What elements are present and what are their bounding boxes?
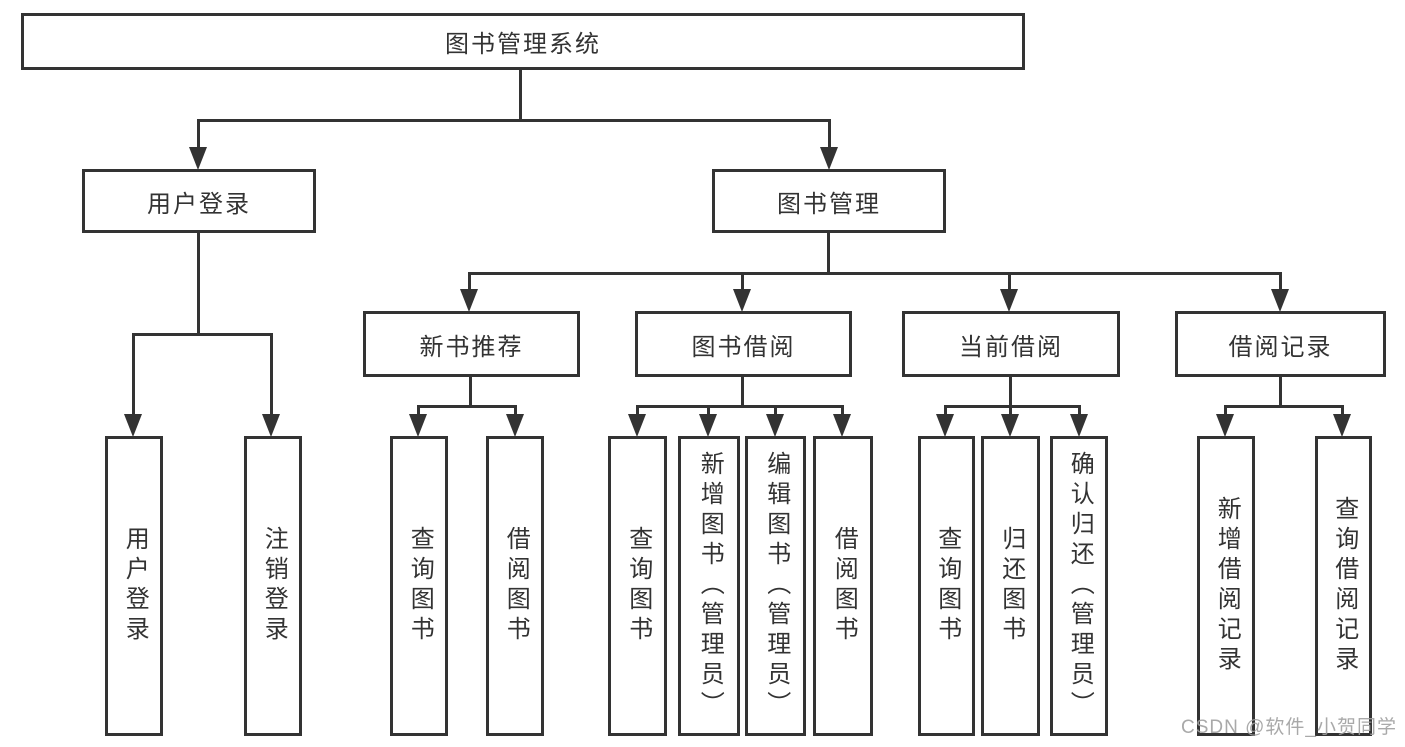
arrow-down-icon [460, 289, 478, 312]
connector-drop [197, 119, 200, 151]
node-add-borrow-record: 新增借阅记录 [1197, 436, 1255, 736]
connector-stem [469, 377, 472, 408]
arrow-down-icon [833, 414, 851, 437]
arrow-down-icon [262, 414, 280, 437]
connector-drop [828, 119, 831, 151]
connector-drop [1008, 272, 1011, 292]
node-label: 借阅图书 [830, 526, 858, 646]
node-add-book-admin: 新增图书（管理员） [678, 436, 740, 736]
node-label: 查询借阅记录 [1330, 496, 1358, 676]
csdn-watermark: CSDN @软件_小贺同学 [1181, 717, 1397, 738]
connector-drop [1009, 405, 1012, 417]
arrow-down-icon [1001, 414, 1019, 437]
node-label: 新增借阅记录 [1213, 496, 1241, 676]
node-label: 用户登录 [121, 526, 149, 646]
arrow-down-icon [766, 414, 784, 437]
connector-stem [827, 233, 830, 275]
node-label: 用户登录 [147, 190, 251, 218]
connector-drop [841, 405, 844, 417]
connector-hbar [132, 333, 273, 336]
arrow-down-icon [409, 414, 427, 437]
node-logout: 注销登录 [244, 436, 302, 736]
connector-hbar [468, 272, 1282, 275]
connector-drop [468, 272, 471, 292]
node-label: 当前借阅 [959, 333, 1063, 361]
arrow-down-icon [124, 414, 142, 437]
connector-hbar [944, 405, 1081, 408]
node-library-management-system: 图书管理系统 [21, 13, 1025, 70]
arrow-down-icon [699, 414, 717, 437]
node-confirm-return-admin: 确认归还（管理员） [1050, 436, 1108, 736]
node-borrowing-records: 借阅记录 [1175, 311, 1386, 377]
node-label: 注销登录 [260, 526, 288, 646]
node-query-books-borrowing: 查询图书 [608, 436, 667, 736]
arrow-down-icon [936, 414, 954, 437]
node-label: 图书管理 [777, 190, 881, 218]
node-label: 图书管理系统 [445, 31, 601, 58]
connector-root-stem [519, 70, 522, 122]
node-label: 查询图书 [933, 526, 961, 646]
node-borrow-books-borrowing: 借阅图书 [813, 436, 873, 736]
node-return-books: 归还图书 [981, 436, 1040, 736]
connector-drop [1224, 405, 1227, 417]
arrow-down-icon [1070, 414, 1088, 437]
node-label: 图书借阅 [691, 333, 796, 361]
node-new-book-recommendation: 新书推荐 [363, 311, 580, 377]
arrow-down-icon [628, 414, 646, 437]
arrow-down-icon [1271, 289, 1289, 312]
node-label: 借阅记录 [1228, 333, 1333, 361]
arrow-down-icon [1333, 414, 1351, 437]
node-book-borrowing: 图书借阅 [635, 311, 852, 377]
connector-drop [1341, 405, 1344, 417]
connector-drop [707, 405, 710, 417]
connector-stem [1009, 377, 1012, 408]
node-label: 编辑图书（管理员） [762, 451, 790, 721]
arrow-down-icon [733, 289, 751, 312]
connector-hbar [417, 405, 517, 408]
arrow-down-icon [189, 147, 207, 170]
node-borrow-books-recommend: 借阅图书 [486, 436, 544, 736]
arrow-down-icon [506, 414, 524, 437]
node-current-borrowing: 当前借阅 [902, 311, 1120, 377]
node-label: 借阅图书 [502, 526, 530, 646]
connector-stem [197, 233, 200, 336]
node-user-login-leaf: 用户登录 [105, 436, 163, 736]
node-edit-book-admin: 编辑图书（管理员） [745, 436, 806, 736]
connector-drop [636, 405, 639, 417]
connector-hbar [636, 405, 844, 408]
node-label: 新书推荐 [419, 333, 524, 361]
connector-hbar [1224, 405, 1344, 408]
connector-root-hbar [197, 119, 831, 122]
connector-drop [132, 333, 135, 417]
connector-drop [774, 405, 777, 417]
connector-stem [741, 377, 744, 408]
arrow-down-icon [1216, 414, 1234, 437]
node-query-books-recommend: 查询图书 [390, 436, 448, 736]
connector-drop [514, 405, 517, 417]
node-label: 查询图书 [624, 526, 652, 646]
node-label: 归还图书 [997, 526, 1025, 646]
connector-stem [1279, 377, 1282, 408]
connector-drop [741, 272, 744, 292]
connector-drop [270, 333, 273, 417]
node-label: 查询图书 [406, 526, 434, 646]
connector-drop [417, 405, 420, 417]
connector-drop [1279, 272, 1282, 292]
node-label: 确认归还（管理员） [1066, 451, 1094, 721]
node-book-management: 图书管理 [712, 169, 946, 233]
node-query-borrow-record: 查询借阅记录 [1315, 436, 1372, 736]
node-query-books-current: 查询图书 [918, 436, 975, 736]
node-user-login: 用户登录 [82, 169, 316, 233]
arrow-down-icon [1000, 289, 1018, 312]
connector-drop [1078, 405, 1081, 417]
node-label: 新增图书（管理员） [696, 451, 724, 721]
connector-drop [944, 405, 947, 417]
arrow-down-icon [820, 147, 838, 170]
